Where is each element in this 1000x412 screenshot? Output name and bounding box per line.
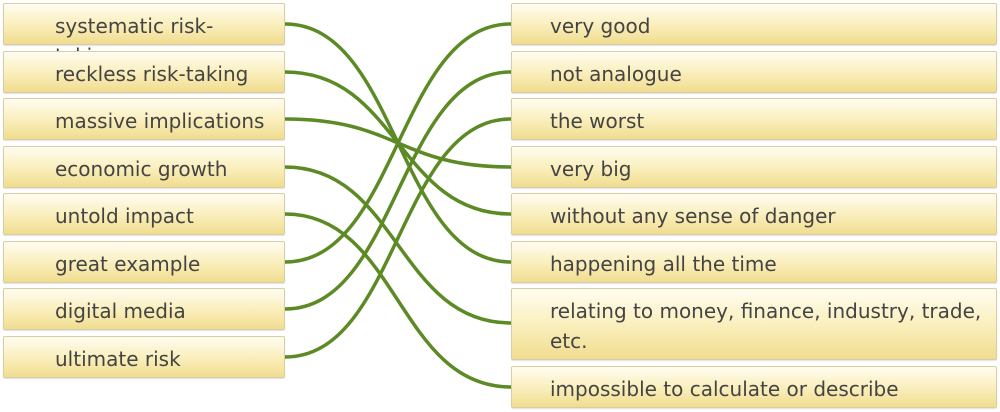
right-item-label: very big (550, 157, 632, 181)
right-item-label: impossible to calculate or describe (550, 377, 899, 401)
left-item-reckless-risk-taking[interactable]: reckless risk-taking (3, 51, 285, 93)
left-item-label: economic growth (55, 157, 228, 181)
left-item-systematic-risk-taking[interactable]: systematic risk-taking (3, 3, 285, 68)
left-item-economic-growth[interactable]: economic growth (3, 146, 285, 188)
left-item-massive-implications[interactable]: massive implications (3, 98, 285, 140)
left-item-label: reckless risk-taking (55, 62, 249, 86)
match-line-0 (283, 22, 513, 264)
match-line-1 (283, 70, 513, 216)
left-item-label: digital media (55, 299, 186, 323)
right-item-the-worst[interactable]: the worst (511, 98, 997, 140)
match-line-4 (283, 212, 513, 389)
left-item-label: ultimate risk (55, 347, 181, 371)
right-item-very-big[interactable]: very big (511, 146, 997, 188)
right-item-very-good[interactable]: very good (511, 3, 997, 45)
right-item-label: not analogue (550, 62, 682, 86)
left-item-digital-media[interactable]: digital media (3, 288, 285, 330)
left-item-label: massive implications (55, 109, 265, 133)
right-item-label: without any sense of danger (550, 204, 836, 228)
right-item-label: relating to money, finance, industry, tr… (550, 299, 982, 353)
right-item-label: very good (550, 14, 651, 38)
left-item-ultimate-risk[interactable]: ultimate risk (3, 336, 285, 378)
right-item-relating-to-money[interactable]: relating to money, finance, industry, tr… (511, 288, 997, 360)
left-item-label: untold impact (55, 204, 194, 228)
match-line-7 (283, 117, 513, 359)
match-line-2 (283, 117, 513, 169)
right-item-impossible-to-calculate[interactable]: impossible to calculate or describe (511, 366, 997, 408)
left-item-untold-impact[interactable]: untold impact (3, 193, 285, 235)
right-item-without-any-sense-of-danger[interactable]: without any sense of danger (511, 193, 997, 235)
match-line-3 (283, 165, 513, 325)
right-item-happening-all-the-time[interactable]: happening all the time (511, 241, 997, 283)
right-item-label: happening all the time (550, 252, 777, 276)
left-item-great-example[interactable]: great example (3, 241, 285, 283)
right-item-label: the worst (550, 109, 645, 133)
right-item-not-analogue[interactable]: not analogue (511, 51, 997, 93)
left-item-label: great example (55, 252, 201, 276)
match-line-5 (283, 22, 513, 264)
match-line-6 (283, 70, 513, 311)
